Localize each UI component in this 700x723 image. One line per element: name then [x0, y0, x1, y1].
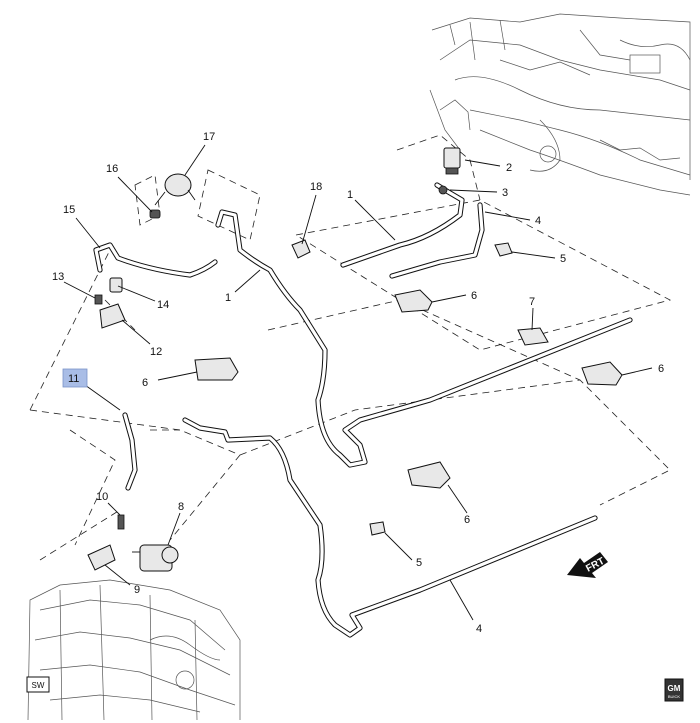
callout-8: 8: [178, 501, 184, 513]
fuel-pump-8: [132, 544, 179, 572]
callout-5a: 5: [560, 253, 566, 265]
view-code-badge: SW: [26, 676, 50, 693]
brand-logo-bottom: BUICK: [668, 694, 681, 699]
bracket-6-d: [407, 461, 451, 489]
clip-7: [517, 327, 549, 346]
brand-logo-badge: GM BUICK: [664, 678, 684, 702]
bolt-13: [94, 294, 103, 305]
view-code-text: SW: [32, 681, 45, 690]
callout-11-highlight: [62, 368, 88, 388]
callout-10: 10: [96, 491, 108, 503]
callout-6c: 6: [658, 363, 664, 375]
engine-sketch-bottom: [27, 579, 241, 721]
callout-15: 15: [63, 204, 75, 216]
callout-6a: 6: [471, 290, 477, 302]
engine-sketch-top: [429, 13, 691, 196]
front-direction-arrow: FRT: [567, 552, 608, 578]
callout-4b: 4: [476, 623, 482, 635]
check-valve-17: [154, 173, 196, 206]
assembly-planes: [29, 134, 672, 561]
callout-1a: 1: [347, 189, 353, 201]
fitting-3: [438, 185, 448, 195]
parts: [87, 147, 623, 572]
bracket-6-b: [194, 357, 239, 381]
callout-3: 3: [502, 187, 508, 199]
callout-18: 18: [310, 181, 322, 193]
callout-11: 11: [68, 373, 79, 385]
clip-5-upper: [494, 242, 513, 257]
clip-18: [291, 239, 311, 259]
callout-1b: 1: [225, 292, 231, 304]
callout-13: 13: [52, 271, 64, 283]
callout-14: 14: [157, 299, 169, 311]
bracket-6-c: [581, 361, 623, 386]
callout-9: 9: [134, 584, 140, 596]
pressure-sensor-2: [443, 147, 461, 175]
leader-lines: [63, 144, 653, 621]
callout-17: 17: [203, 131, 215, 143]
callout-6d: 6: [464, 514, 470, 526]
bolt-10: [117, 514, 125, 530]
clip-5-lower: [369, 521, 386, 536]
callout-4a: 4: [535, 215, 541, 227]
callout-7: 7: [529, 296, 535, 308]
callout-labels: 1 1 2 3 4 4 5 5 6 6 6 6 7 8 9 10 11 12 1…: [52, 131, 664, 635]
callout-2: 2: [506, 162, 512, 174]
callout-16: 16: [106, 163, 118, 175]
clamp-16: [149, 209, 161, 219]
connector-14: [109, 277, 123, 293]
bracket-9: [87, 544, 116, 571]
brand-logo-top: GM: [668, 684, 681, 693]
fuel-pipes: [93, 182, 633, 638]
bracket-12: [99, 303, 126, 329]
callout-12: 12: [150, 346, 162, 358]
bracket-6-a: [394, 289, 433, 313]
callout-5b: 5: [416, 557, 422, 569]
callout-6b: 6: [142, 377, 148, 389]
